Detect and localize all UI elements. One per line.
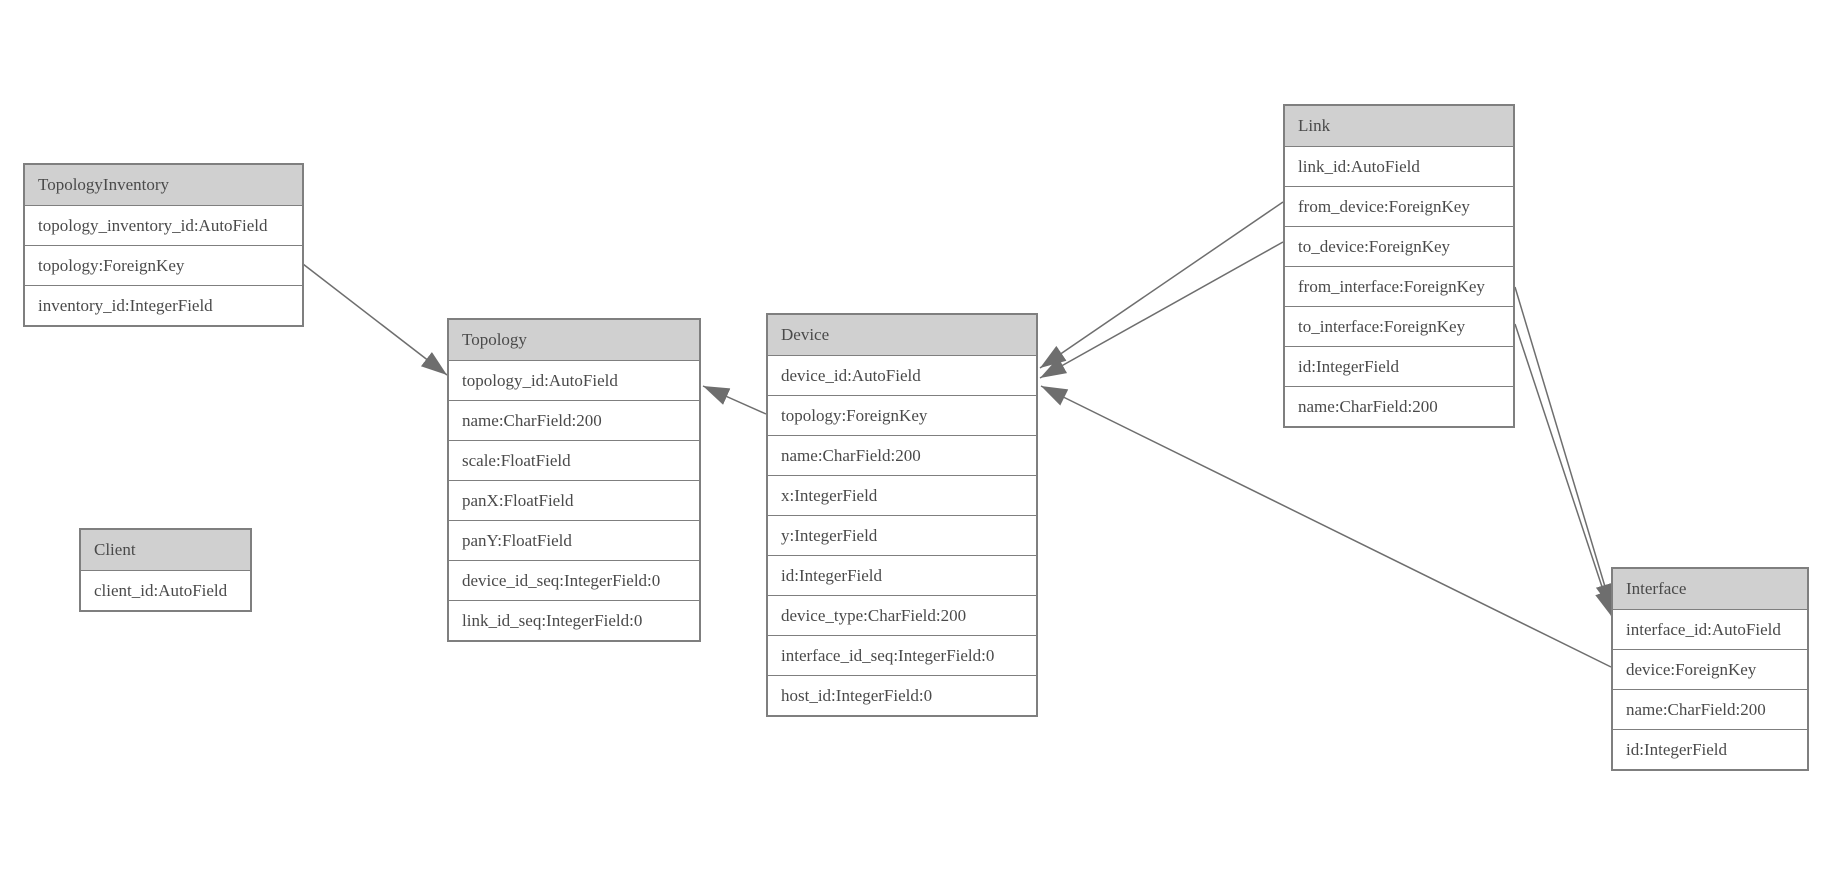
entity-device-title: Device	[768, 315, 1036, 356]
entity-interface: Interface interface_id:AutoField device:F…	[1611, 567, 1809, 771]
entity-device: Device device_id:AutoField topology:Forei…	[766, 313, 1038, 717]
entity-field: id:IntegerField	[768, 555, 1036, 595]
entity-field: interface_id_seq:IntegerField:0	[768, 635, 1036, 675]
entity-field: y:IntegerField	[768, 515, 1036, 555]
entity-field: device:ForeignKey	[1613, 649, 1807, 689]
entity-field: topology:ForeignKey	[768, 395, 1036, 435]
entity-topologyinventory-title: TopologyInventory	[25, 165, 302, 206]
entity-field: name:CharField:200	[449, 400, 699, 440]
entity-field: to_interface:ForeignKey	[1285, 306, 1513, 346]
entity-field: device_id:AutoField	[781, 366, 921, 385]
entity-field: id:IntegerField	[1285, 346, 1513, 386]
entity-field: interface_id:AutoField	[1626, 620, 1781, 639]
entity-field: to_device:ForeignKey	[1285, 226, 1513, 266]
entity-link: Link link_id:AutoField from_device:Foreig…	[1283, 104, 1515, 428]
entity-field: name:CharField:200	[1613, 689, 1807, 729]
entity-field: x:IntegerField	[768, 475, 1036, 515]
entity-link-title: Link	[1285, 106, 1513, 147]
edge-interface-device	[1040, 385, 1612, 668]
entity-field: device_type:CharField:200	[768, 595, 1036, 635]
edge-link-frominterface-interface	[1514, 286, 1614, 611]
entity-field: link_id:AutoField	[1298, 157, 1420, 176]
entity-interface-title: Interface	[1613, 569, 1807, 610]
entity-field: id:IntegerField	[1613, 729, 1807, 769]
edge-link-todevice-device	[1039, 241, 1284, 379]
entity-field: link_id_seq:IntegerField:0	[449, 600, 699, 640]
entity-topology-title: Topology	[449, 320, 699, 361]
entity-field: topology_id:AutoField	[462, 371, 618, 390]
entity-field: name:CharField:200	[1285, 386, 1513, 426]
edge-link-fromdevice-device	[1039, 201, 1284, 369]
entity-client-title: Client	[81, 530, 250, 571]
entity-field: topology:ForeignKey	[25, 245, 302, 285]
entity-topologyinventory: TopologyInventory topology_inventory_id:…	[23, 163, 304, 327]
entity-field: inventory_id:IntegerField	[25, 285, 302, 325]
edge-link-tointerface-interface	[1514, 323, 1613, 618]
entity-client: Client client_id:AutoField	[79, 528, 252, 612]
entity-field: topology_inventory_id:AutoField	[38, 216, 268, 235]
entity-field: panX:FloatField	[449, 480, 699, 520]
entity-field: client_id:AutoField	[94, 581, 228, 600]
entity-field: host_id:IntegerField:0	[768, 675, 1036, 715]
entity-topology: Topology topology_id:AutoField name:CharF…	[447, 318, 701, 642]
entity-field: from_device:ForeignKey	[1285, 186, 1513, 226]
edge-device-topology	[702, 385, 767, 415]
entity-field: name:CharField:200	[768, 435, 1036, 475]
entity-field: scale:FloatField	[449, 440, 699, 480]
edge-topologyinventory-topology	[302, 263, 448, 376]
entity-field: panY:FloatField	[449, 520, 699, 560]
entity-field: device_id_seq:IntegerField:0	[449, 560, 699, 600]
entity-field: from_interface:ForeignKey	[1285, 266, 1513, 306]
